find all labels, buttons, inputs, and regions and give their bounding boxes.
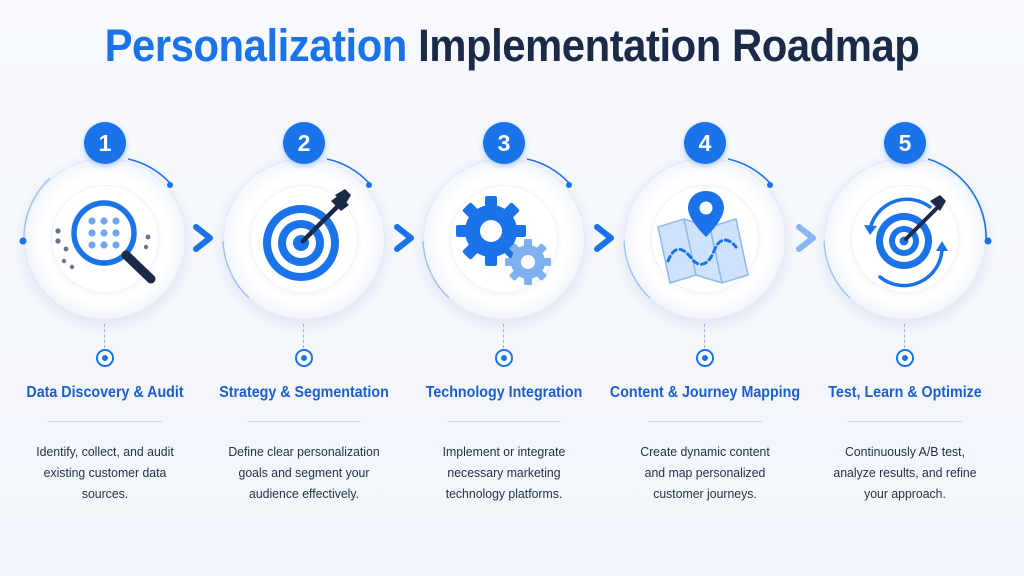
gears-icon: [456, 196, 551, 285]
chevron-right-icon: [394, 224, 414, 252]
desc-line: analyze results, and refine: [833, 465, 977, 480]
desc-line: necessary marketing: [447, 465, 561, 480]
step-description: Define clear personalization goals and s…: [216, 441, 393, 504]
step-node-marker: [96, 349, 114, 367]
magnifying-glass-data-icon: [55, 200, 156, 284]
desc-line: technology platforms.: [445, 486, 563, 501]
step-1: 1 Data Discovery & Audit Identify, colle…: [10, 0, 200, 576]
step-3: 3: [409, 0, 599, 576]
divider: [447, 421, 561, 422]
step-number-badge: 2: [283, 122, 325, 164]
step-2: 2 Strategy & Segmentation Define clear p…: [209, 0, 399, 576]
desc-line: Create dynamic content: [640, 444, 770, 459]
divider: [247, 421, 361, 422]
page-title: Personalization Implementation Roadmap: [36, 18, 988, 74]
orbit-arc: [823, 158, 992, 299]
title-accent: Personalization: [104, 20, 408, 71]
map-pin-icon: [657, 191, 749, 284]
orbit-arc: [222, 158, 372, 299]
step-node-marker: [495, 349, 513, 367]
step-number-badge: 3: [483, 122, 525, 164]
desc-line: and map personalized: [644, 465, 766, 480]
step-5: 5 Test, Learn & Optimize Continuously A/…: [810, 0, 1000, 576]
step-number-badge: 4: [684, 122, 726, 164]
step-node-marker: [896, 349, 914, 367]
step-description: Identify, collect, and audit existing cu…: [17, 441, 194, 504]
desc-line: audience effectively.: [248, 486, 360, 501]
desc-line: Implement or integrate: [442, 444, 566, 459]
step-title: Technology Integration: [425, 384, 583, 401]
desc-line: existing customer data: [43, 465, 167, 480]
dashed-connector: [904, 324, 905, 348]
target-arrow-icon: [263, 189, 351, 281]
step-description: Create dynamic content and map personali…: [617, 441, 794, 504]
step-4: 4 Content & Journey Mapping Create dynam…: [610, 0, 800, 576]
orbit-arc: [19, 158, 173, 245]
chevron-right-icon: [796, 224, 816, 252]
step-title: Data Discovery & Audit: [26, 384, 184, 401]
step-title: Test, Learn & Optimize: [828, 384, 982, 401]
dashed-connector: [303, 324, 304, 348]
desc-line: your approach.: [864, 486, 946, 501]
desc-line: sources.: [81, 486, 129, 501]
dashed-connector: [704, 324, 705, 348]
step-title: Content & Journey Mapping: [609, 384, 801, 401]
desc-line: goals and segment your: [238, 465, 370, 480]
chevron-right-icon: [193, 224, 213, 252]
divider: [48, 421, 162, 422]
orbit-arc: [422, 158, 572, 299]
step-number-badge: 5: [884, 122, 926, 164]
desc-line: Identify, collect, and audit: [36, 444, 174, 459]
step-description: Continuously A/B test, analyze results, …: [817, 441, 994, 504]
divider: [648, 421, 762, 422]
dashed-connector: [104, 324, 105, 348]
step-title: Strategy & Segmentation: [219, 384, 389, 401]
target-cycle-icon: [864, 195, 948, 288]
desc-line: customer journeys.: [653, 486, 757, 501]
divider: [848, 421, 962, 422]
desc-line: Define clear personalization: [228, 444, 380, 459]
orbit-arc: [623, 158, 773, 299]
title-rest: Implementation Roadmap: [418, 20, 920, 71]
dashed-connector: [503, 324, 504, 348]
step-node-marker: [696, 349, 714, 367]
desc-line: Continuously A/B test,: [845, 444, 965, 459]
step-description: Implement or integrate necessary marketi…: [416, 441, 593, 504]
chevron-right-icon: [594, 224, 614, 252]
step-node-marker: [295, 349, 313, 367]
step-number-badge: 1: [84, 122, 126, 164]
